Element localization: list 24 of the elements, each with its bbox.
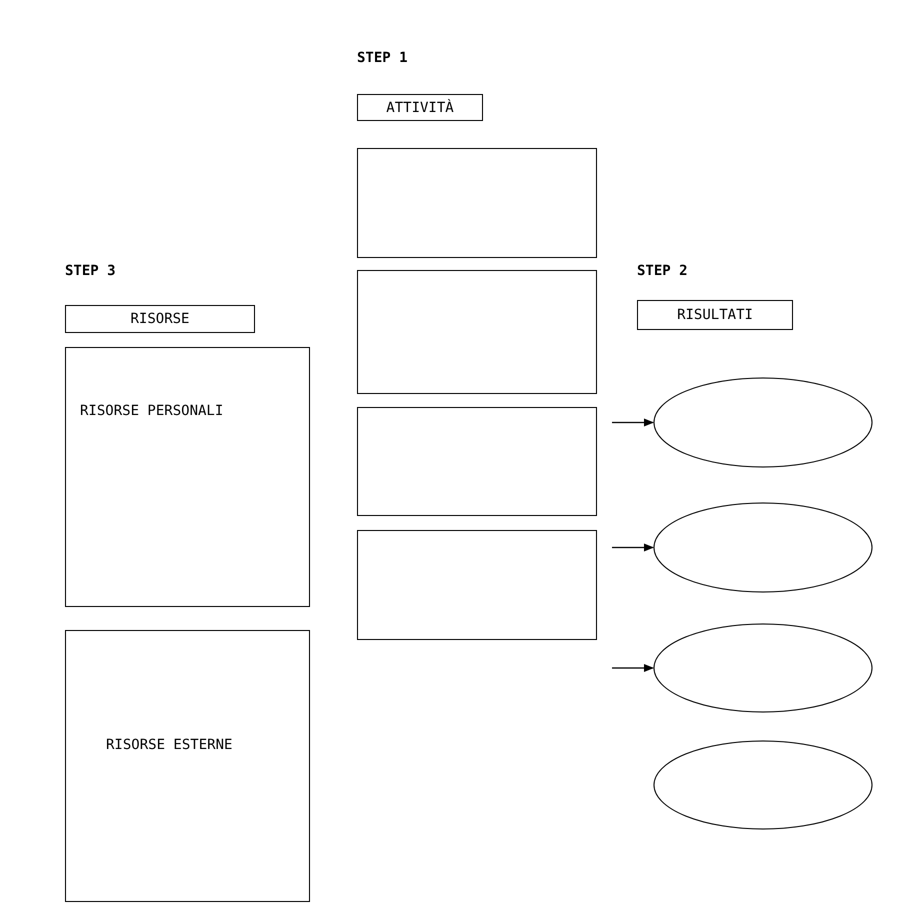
resource-box [65, 630, 310, 902]
blank-ellipse [653, 623, 873, 713]
box-label: RISULTATI [676, 307, 754, 323]
step-heading: STEP 1 [357, 50, 408, 66]
resource-box [65, 347, 310, 607]
box-label: ATTIVITÀ [385, 100, 455, 116]
blank-box [357, 270, 597, 394]
arrow [612, 418, 654, 426]
box-label: RISORSE [129, 311, 190, 327]
arrow [612, 664, 654, 672]
box-label: RISORSE ESTERNE [106, 737, 232, 753]
heading-box [357, 94, 483, 121]
blank-ellipse [653, 740, 873, 830]
blank-ellipse [653, 377, 873, 468]
arrow [612, 544, 654, 552]
blank-box [357, 148, 597, 258]
step-heading: STEP 3 [65, 263, 116, 279]
blank-box [357, 407, 597, 516]
blank-box [357, 530, 597, 640]
heading-box [65, 305, 255, 333]
box-label: RISORSE PERSONALI [80, 403, 224, 419]
blank-ellipse [653, 502, 873, 593]
heading-box [637, 300, 793, 330]
step-heading: STEP 2 [637, 263, 688, 279]
